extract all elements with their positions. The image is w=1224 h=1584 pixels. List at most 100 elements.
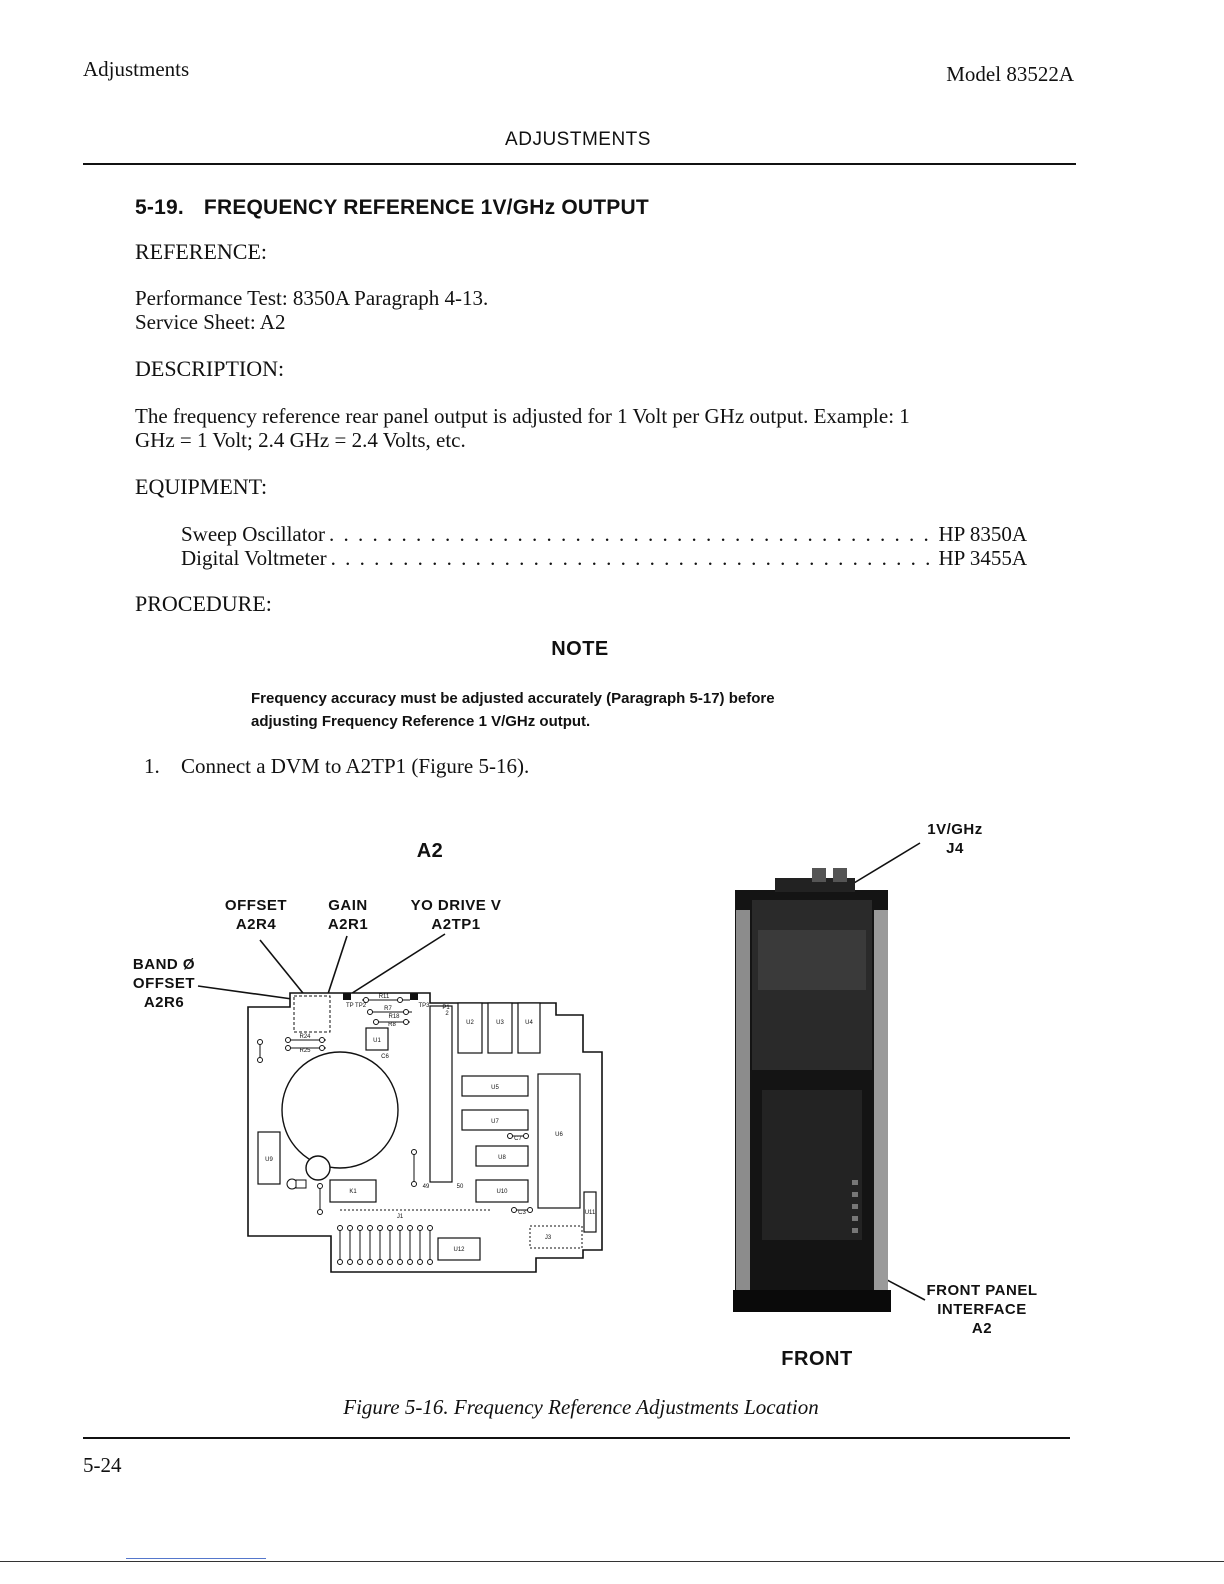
label-u10: U10 [496, 1189, 508, 1195]
label-r8: R8 [388, 1022, 396, 1028]
reference-line-1: Performance Test: 8350A Paragraph 4-13. [135, 286, 489, 310]
adjust-region [293, 995, 331, 1033]
procedure-label: PROCEDURE: [135, 591, 272, 616]
figure-caption: Figure 5-16. Frequency Reference Adjustm… [343, 1395, 819, 1419]
label-r11: R11 [379, 994, 390, 1000]
equipment-row: Digital Voltmeter . . . . . . . . . . . … [181, 546, 1027, 571]
label-u7: U7 [491, 1119, 499, 1125]
label-u5: U5 [491, 1085, 499, 1091]
label-line: J4 [946, 840, 964, 857]
ic-u6 [537, 1073, 581, 1209]
board-title: A2 [416, 840, 444, 862]
section-title: FREQUENCY REFERENCE 1V/GHz OUTPUT [203, 196, 649, 219]
1v-ghz-j4-label: 1V/GHz J4 [918, 820, 992, 858]
note-line-2: adjusting Frequency Reference 1 V/GHz ou… [251, 713, 591, 730]
label-r7: R7 [384, 1006, 392, 1012]
label-line: A2R4 [235, 916, 277, 933]
label-k1: K1 [349, 1189, 357, 1195]
resistor-array [337, 1225, 433, 1265]
label-r25: R25 [299, 1048, 311, 1054]
connector-j3 [529, 1225, 583, 1249]
description-line-1: The frequency reference rear panel outpu… [135, 404, 910, 428]
label-line: GAIN [328, 897, 368, 914]
reference-line-2: Service Sheet: A2 [135, 310, 286, 334]
label-pin-50: 50 [457, 1184, 464, 1190]
equipment-model: HP 3455A [938, 546, 1027, 570]
label-c6: C6 [381, 1054, 389, 1060]
running-header-right: Model 83522A [946, 62, 1074, 86]
bottom-border [0, 1561, 1224, 1562]
label-u1: U1 [373, 1038, 381, 1044]
description-label: DESCRIPTION: [135, 356, 285, 381]
label-u9: U9 [265, 1157, 273, 1163]
label-line: BAND Ø [132, 956, 196, 973]
ic-u9 [257, 1131, 281, 1185]
label-p1: P1 [442, 1005, 450, 1011]
page-number: 5-24 [83, 1453, 122, 1477]
ic-u12 [437, 1237, 481, 1261]
offset-a2r4-label: OFFSET A2R4 [214, 896, 298, 934]
label-r24: R24 [299, 1034, 311, 1040]
equipment-label: EQUIPMENT: [135, 474, 268, 499]
label-u2: U2 [466, 1020, 474, 1026]
label-u12: U12 [453, 1247, 465, 1253]
instrument-photo [733, 868, 891, 1312]
label-line: OFFSET [224, 897, 288, 914]
label-line: A2 [971, 1320, 993, 1337]
note-line-1: Frequency accuracy must be adjusted accu… [251, 690, 775, 707]
front-panel-interface-label: FRONT PANEL INTERFACE A2 [920, 1281, 1044, 1338]
label-line: A2TP1 [431, 916, 481, 933]
label-j1: J1 [397, 1214, 404, 1220]
test-point-pad [343, 993, 351, 1000]
label-line: FRONT PANEL [926, 1282, 1038, 1299]
label-line: A2R1 [327, 916, 369, 933]
ic-u5 [461, 1075, 529, 1097]
equipment-name: Sweep Oscillator [181, 522, 326, 546]
ic-u7 [461, 1109, 529, 1131]
leader-dots: . . . . . . . . . . . . . . . . . . . . … [329, 522, 938, 546]
yo-drive-a2tp1-label: YO DRIVE V A2TP1 [396, 896, 516, 934]
ic-u2 [457, 1002, 483, 1054]
label-line: A2R6 [143, 994, 185, 1011]
ic-u8 [475, 1145, 529, 1167]
equipment-name: Digital Voltmeter [181, 546, 327, 570]
label-line: OFFSET [132, 975, 196, 992]
equipment-model: HP 8350A [938, 522, 1027, 546]
label-u6: U6 [555, 1132, 563, 1138]
step-number: 1. [144, 754, 160, 778]
gain-a2r1-label: GAIN A2R1 [313, 896, 383, 934]
footer-rule [83, 1437, 1070, 1439]
test-point-pad [410, 993, 418, 1000]
front-label: FRONT [781, 1348, 853, 1370]
step-text: Connect a DVM to A2TP1 (Figure 5-16). [181, 754, 530, 778]
leader-dots: . . . . . . . . . . . . . . . . . . . . … [330, 546, 939, 570]
label-c3: C3 [518, 1210, 526, 1216]
leader-line [197, 985, 293, 1000]
label-u11: U11 [585, 1210, 596, 1216]
ic-u3 [487, 1002, 513, 1054]
ic-u11 [583, 1191, 597, 1233]
label-line: YO DRIVE V [410, 897, 502, 914]
leader-line [324, 935, 348, 1004]
band-offset-a2r6-label: BAND Ø OFFSET A2R6 [128, 955, 200, 1012]
label-pin-49: 49 [423, 1184, 430, 1190]
equipment-row: Sweep Oscillator . . . . . . . . . . . .… [181, 522, 1027, 547]
label-j3: J3 [545, 1235, 552, 1241]
label-tp3: TP3 [418, 1003, 430, 1009]
circle-cutout [281, 1051, 399, 1181]
scan-mark [126, 1558, 266, 1559]
note-title: NOTE [551, 638, 609, 660]
label-tp: TP TP2 [346, 1003, 367, 1009]
reference-label: REFERENCE: [135, 239, 268, 264]
label-line: INTERFACE [937, 1301, 1027, 1318]
chapter-title: ADJUSTMENTS [505, 129, 651, 150]
section-number: 5-19. [135, 196, 184, 219]
label-r18: R18 [388, 1014, 400, 1020]
ic-u4 [517, 1002, 541, 1054]
ic-u10 [475, 1179, 529, 1203]
leader-line [848, 842, 921, 887]
ic-u1 [365, 1027, 389, 1051]
label-c7: C7 [514, 1136, 522, 1142]
relay-k1 [329, 1179, 377, 1203]
